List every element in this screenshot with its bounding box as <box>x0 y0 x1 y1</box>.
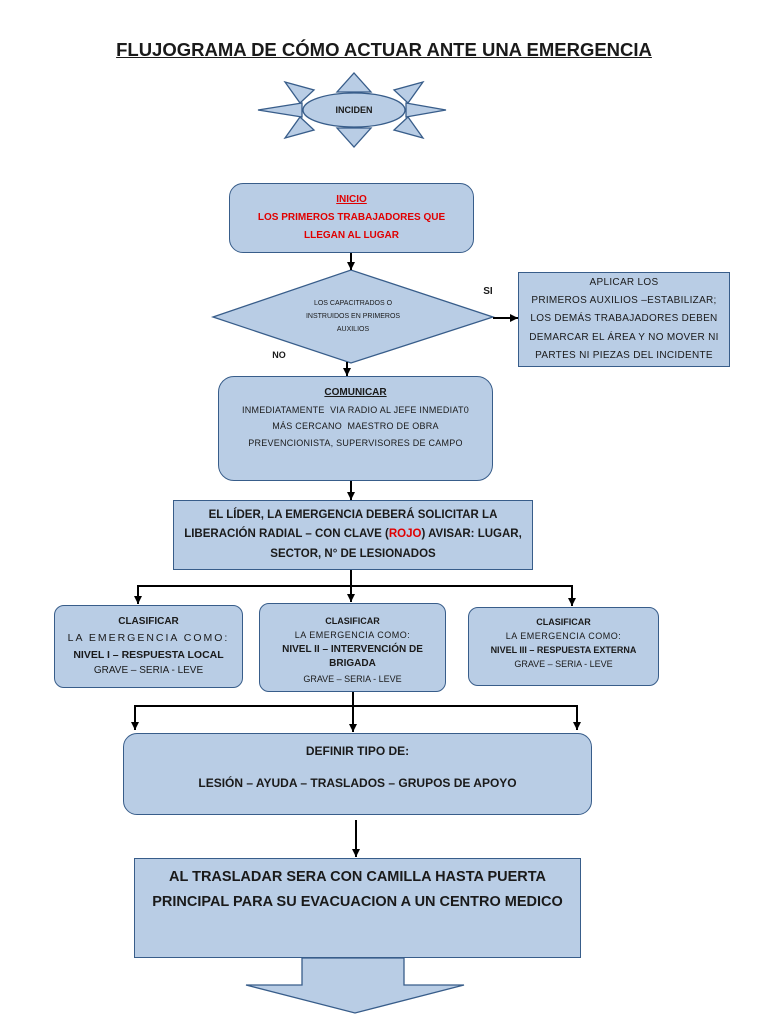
starburst-center-ellipse <box>302 92 406 128</box>
starburst-ray-top-right <box>392 80 425 104</box>
radio-code-word: ROJO <box>388 528 422 541</box>
level-subtitle: LA EMERGENCIA COMO: <box>294 630 411 641</box>
leader-line: EL LÍDER, LA EMERGENCIA DEBERÁ SOLICITAR… <box>208 508 498 521</box>
leader-line-part: ) AVISAR: LUGAR, <box>421 528 522 541</box>
decision-line: AUXILIOS <box>336 325 370 333</box>
level-3-box: CLASIFICAR LA EMERGENCIA COMO: NIVEL III… <box>468 607 659 686</box>
transfer-box: AL TRASLADAR SERA CON CAMILLA HASTA PUER… <box>134 858 581 958</box>
level-severity: GRAVE – SERIA - LEVE <box>93 664 204 676</box>
communicate-heading: COMUNICAR <box>324 387 387 398</box>
level-1-box: CLASIFICAR LA EMERGENCIA COMO: NIVEL I –… <box>54 605 243 688</box>
starburst-ray-top <box>335 72 373 93</box>
level-name: NIVEL I – RESPUESTA LOCAL <box>73 648 224 661</box>
start-heading: INICIO <box>336 194 367 205</box>
transfer-line: PRINCIPAL PARA SU EVACUACION A UN CENTRO… <box>152 894 563 910</box>
level-2-box: CLASIFICAR LA EMERGENCIA COMO: NIVEL II … <box>259 603 446 692</box>
start-line: LOS PRIMEROS TRABAJADORES QUE <box>257 212 446 223</box>
level-subtitle: LA EMERGENCIA COMO: <box>67 632 230 645</box>
first-aid-box: APLICAR LOS PRIMEROS AUXILIOS –ESTABILIZ… <box>518 272 730 367</box>
starburst-ray-left <box>257 102 303 118</box>
start-line: LLEGAN AL LUGAR <box>304 230 399 241</box>
communicate-line: MÁS CERCANO MAESTRO DE OBRA <box>272 421 439 432</box>
incident-label: INCIDEN <box>335 105 373 115</box>
no-branch-label: NO <box>272 350 286 360</box>
define-type-box: DEFINIR TIPO DE: LESIÓN – AYUDA – TRASLA… <box>123 733 592 815</box>
level-heading: CLASIFICAR <box>118 615 179 627</box>
define-heading: DEFINIR TIPO DE: <box>305 743 410 758</box>
level-name: NIVEL II – INTERVENCIÓN DE <box>282 643 423 655</box>
level-name: NIVEL III – RESPUESTA EXTERNA <box>490 645 637 655</box>
branch-connector-levels <box>134 570 576 606</box>
start-box: INICIO LOS PRIMEROS TRABAJADORES QUE LLE… <box>229 183 474 253</box>
communicate-line: PREVENCIONISTA, SUPERVISORES DE CAMPO <box>248 438 463 449</box>
decision-question: LOS CAPACITRADOS O INSTRUIDOS EN PRIMERO… <box>253 297 453 336</box>
communicate-box: COMUNICAR INMEDIATAMENTE VIA RADIO AL JE… <box>218 376 493 481</box>
leader-line-with-code: LIBERACIÓN RADIAL – CON CLAVE (ROJO) AVI… <box>184 525 522 545</box>
yes-branch-label: SI <box>483 286 493 297</box>
level-heading: CLASIFICAR <box>325 615 380 626</box>
starburst-ray-right <box>405 102 447 118</box>
first-aid-line: PARTES NI PIEZAS DEL INCIDENTE <box>535 349 713 361</box>
starburst-ray-bottom-left <box>283 116 316 140</box>
level-severity: GRAVE – SERIA - LEVE <box>514 659 613 669</box>
first-aid-line: PRIMEROS AUXILIOS –ESTABILIZAR; <box>531 295 717 307</box>
incident-starburst <box>257 72 447 148</box>
page-title: FLUJOGRAMA DE CÓMO ACTUAR ANTE UNA EMERG… <box>116 39 652 60</box>
first-aid-line: APLICAR LOS <box>589 276 659 288</box>
first-aid-line: DEMARCAR EL ÁREA Y NO MOVER NI <box>529 331 719 343</box>
transfer-line: AL TRASLADAR SERA CON CAMILLA HASTA PUER… <box>169 869 546 885</box>
leader-instruction-box: EL LÍDER, LA EMERGENCIA DEBERÁ SOLICITAR… <box>173 500 533 570</box>
level-severity: GRAVE – SERIA - LEVE <box>303 673 402 684</box>
define-types: LESIÓN – AYUDA – TRASLADOS – GRUPOS DE A… <box>198 775 517 790</box>
decision-line: INSTRUIDOS EN PRIMEROS <box>305 312 401 320</box>
decision-line: LOS CAPACITRADOS O <box>313 299 393 307</box>
evacuation-block-arrow <box>245 957 465 1014</box>
communicate-line: INMEDIATAMENTE VIA RADIO AL JEFE INMEDIA… <box>242 404 469 415</box>
starburst-ray-bottom-right <box>392 116 425 140</box>
starburst-ray-bottom <box>335 127 373 148</box>
leader-line: SECTOR, N° DE LESIONADOS <box>270 547 436 560</box>
level-subtitle: LA EMERGENCIA COMO: <box>505 631 622 641</box>
starburst-ray-top-left <box>283 80 316 104</box>
leader-line-part: LIBERACIÓN RADIAL – CON CLAVE ( <box>184 528 389 541</box>
first-aid-line: LOS DEMÁS TRABAJADORES DEBEN <box>530 313 718 325</box>
level-name: BRIGADA <box>329 658 376 670</box>
branch-connector-define <box>131 692 581 732</box>
level-heading: CLASIFICAR <box>536 617 591 627</box>
